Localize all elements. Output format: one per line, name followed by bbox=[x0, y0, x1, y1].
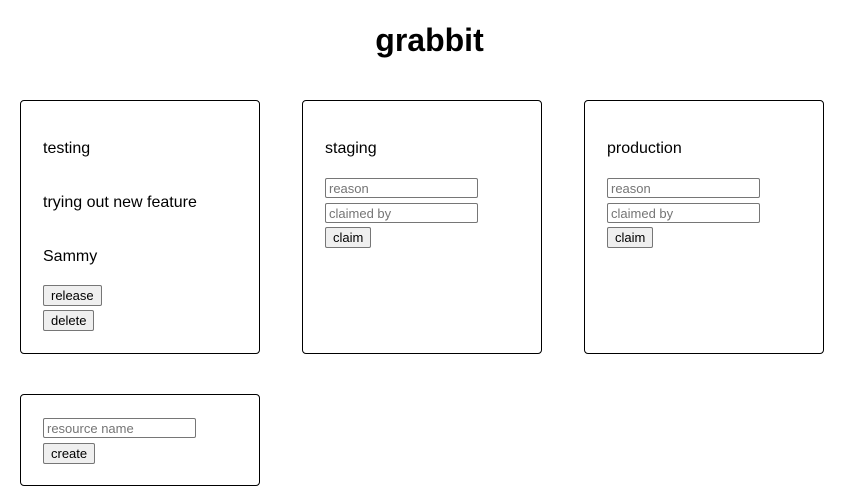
resource-name: testing bbox=[43, 140, 91, 157]
delete-button[interactable]: delete bbox=[43, 310, 95, 331]
claimed-by-input[interactable] bbox=[607, 203, 760, 223]
claimed-by: Sammy bbox=[43, 248, 98, 265]
reason-input[interactable] bbox=[325, 178, 478, 198]
claim-reason: trying out new feature bbox=[43, 194, 197, 211]
claimed-by-input[interactable] bbox=[325, 203, 478, 223]
release-button[interactable]: release bbox=[43, 285, 102, 306]
create-button[interactable]: create bbox=[43, 443, 96, 464]
resource-name: production bbox=[607, 140, 682, 157]
resource-card-staging: staging claim bbox=[302, 100, 542, 354]
claim-button[interactable]: claim bbox=[607, 227, 654, 248]
reason-input[interactable] bbox=[607, 178, 760, 198]
resource-name-input[interactable] bbox=[43, 418, 196, 438]
page-title: grabbit bbox=[375, 22, 484, 58]
create-resource-card: create bbox=[20, 394, 260, 486]
resource-card-production: production claim bbox=[584, 100, 824, 354]
claim-button[interactable]: claim bbox=[325, 227, 372, 248]
resource-card-testing: testing trying out new feature Sammy rel… bbox=[20, 100, 260, 354]
resource-name: staging bbox=[325, 140, 377, 157]
